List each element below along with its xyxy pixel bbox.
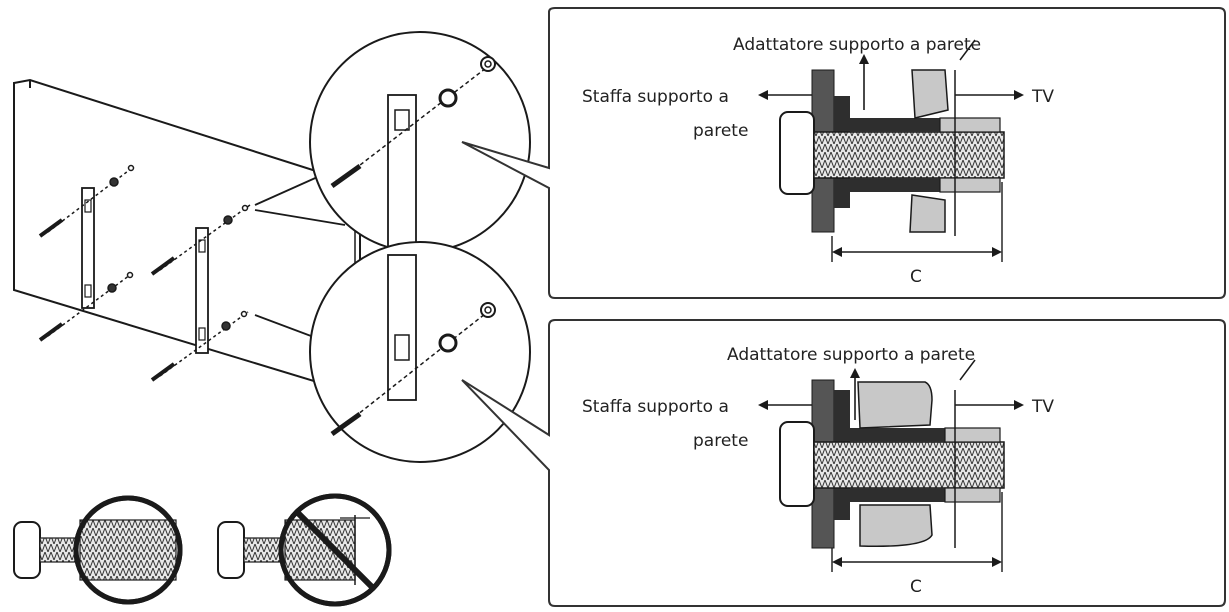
wall-bracket-left xyxy=(81,187,95,309)
screw-prohibited-icon xyxy=(217,493,392,607)
bracket-label-line2: parete xyxy=(693,121,748,141)
tv-back-panel xyxy=(13,78,361,397)
dimension-label: C xyxy=(910,577,922,597)
tv-label: TV xyxy=(1031,87,1054,107)
bracket-label-line1: Staffa supporto a xyxy=(582,87,729,107)
bracket-label-line1: Staffa supporto a xyxy=(582,397,729,417)
wall-bracket-right xyxy=(195,227,209,354)
adapter-label: Adattatore supporto a parete xyxy=(727,345,975,365)
zoom-circle-top xyxy=(254,31,531,256)
detail-panel-bottom: Adattatore supporto a parete Staffa supp… xyxy=(461,319,1226,607)
screw-correct-icon xyxy=(13,495,183,605)
detail-panel-top: Adattatore supporto a parete Staffa supp… xyxy=(461,7,1226,299)
dimension-label: C xyxy=(910,267,922,287)
bracket-label-line2: parete xyxy=(693,431,748,451)
screw-set xyxy=(38,164,251,382)
zoom-circle-bottom xyxy=(254,241,531,463)
tv-label: TV xyxy=(1031,397,1054,417)
adapter-label: Adattatore supporto a parete xyxy=(733,35,981,55)
